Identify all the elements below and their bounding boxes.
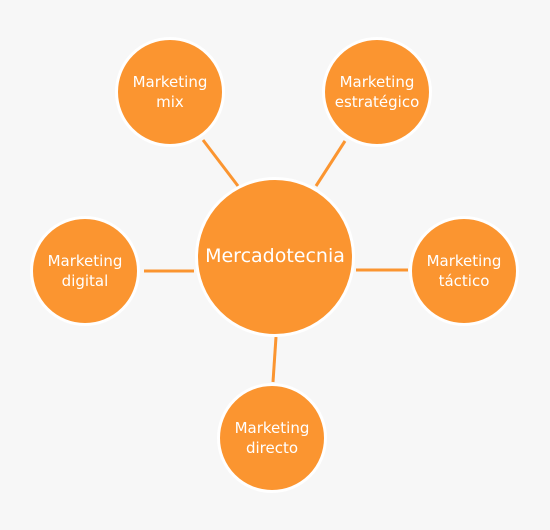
node-label-line2: táctico [438, 272, 490, 290]
node-label-line2: directo [245, 439, 299, 457]
node-label-line2: mix [156, 93, 184, 111]
connector-mix [201, 139, 240, 187]
node-label-line1: Marketing [132, 72, 208, 91]
node-marketing-mix: Marketing mix [115, 37, 225, 147]
node-marketing-tactico: Marketing táctico [409, 216, 519, 326]
node-label-line2: estratégico [334, 93, 420, 111]
node-label-line1: Marketing [339, 72, 415, 91]
center-node-label: Mercadotecnia [205, 245, 345, 268]
node-label-line2: digital [61, 272, 109, 290]
connector-directo [271, 336, 278, 383]
connector-estrategico [314, 140, 347, 187]
node-label-line1: Marketing [234, 418, 310, 437]
node-label-line1: Marketing [47, 251, 123, 270]
node-label-line1: Marketing [426, 251, 502, 270]
node-marketing-digital: Marketing digital [30, 216, 140, 326]
node-marketing-estrategico: Marketing estratégico [322, 37, 432, 147]
center-node-mercadotecnia: Mercadotecnia [195, 177, 355, 337]
node-marketing-directo: Marketing directo [217, 383, 327, 493]
